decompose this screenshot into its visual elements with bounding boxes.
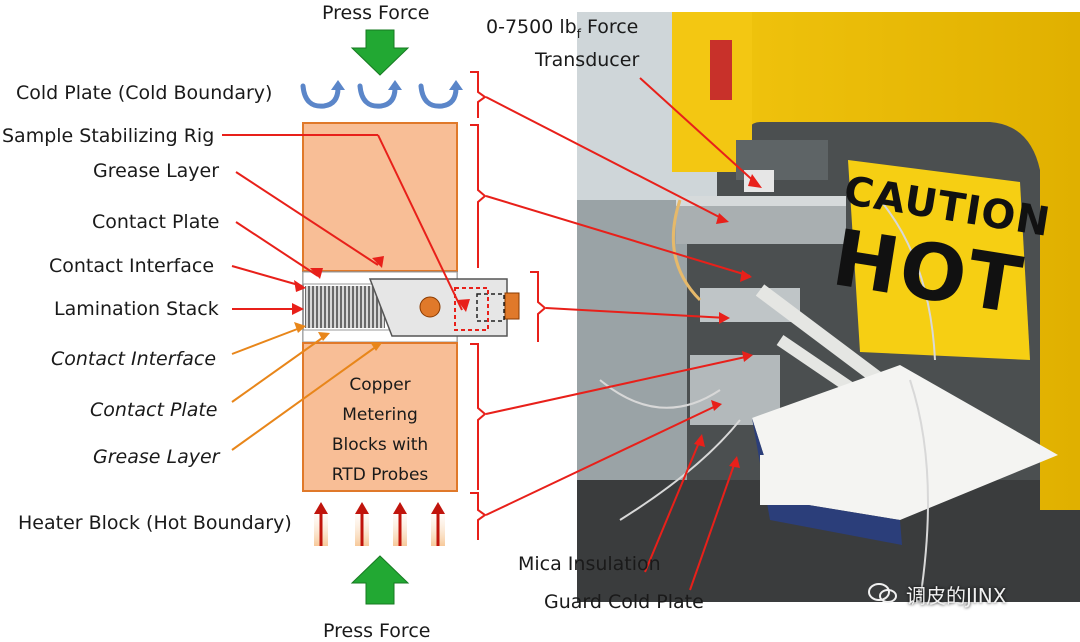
lamination-stack-shape [305, 286, 385, 328]
leader-head-contact-interface-top [294, 280, 306, 292]
contact-interface-top-label: Contact Interface [49, 255, 215, 277]
bracket-heater [470, 492, 487, 540]
rig-pin [419, 296, 441, 318]
bracket-cold [470, 71, 487, 118]
rig-dashed-box [476, 293, 505, 322]
force-transducer-label: 0-7500 lbf Force [486, 18, 638, 40]
leader-head-contact-plate-top [310, 268, 323, 279]
bracket-upper-block [470, 124, 487, 268]
contact-plate-top-label: Contact Plate [92, 211, 220, 233]
heat-flow-arrows [314, 502, 445, 546]
grease-layer-bottom-label: Grease Layer [93, 446, 220, 468]
bracket-set [470, 71, 547, 540]
leader-head-lamination [292, 303, 304, 315]
leader-head-grease-top [372, 256, 384, 268]
leader-head-rig [457, 299, 470, 312]
heater-block-label: Heater Block (Hot Boundary) [18, 512, 292, 534]
copper-block-lower [302, 342, 458, 492]
mica-insulation-label: Mica Insulation [518, 553, 661, 575]
contact-plate-bottom-label: Contact Plate [90, 399, 218, 421]
caution-sign: CAUTION HOT [827, 168, 1054, 332]
force-transducer-subscript: f [576, 26, 581, 41]
copper-block-caption-line: Metering [342, 405, 418, 425]
leader-head-heater [711, 400, 722, 411]
leader-head-lower-block [742, 351, 753, 362]
press-force-label-top: Press Force [322, 2, 430, 24]
rig-tab [504, 292, 520, 320]
press-force-arrow-top [350, 29, 410, 76]
cold-flow-arrows [300, 83, 459, 109]
leader-head-cold [716, 213, 729, 224]
bracket-lower-block [470, 343, 487, 490]
cold-plate-label: Cold Plate (Cold Boundary) [16, 82, 273, 104]
watermark: 调皮的JINX [906, 584, 1007, 608]
copper-block-caption-line: Blocks with [331, 435, 429, 455]
force-transducer-label-line2: Transducer [535, 49, 640, 71]
leader-head-sample [719, 312, 730, 324]
sample-rig-label: Sample Stabilizing Rig [2, 125, 215, 147]
copper-block-caption-line: RTD Probes [331, 465, 429, 485]
bracket-sample [530, 271, 547, 342]
orange-leader-lines [231, 327, 378, 451]
grease-layer-top-label: Grease Layer [93, 160, 220, 182]
press-force-arrow-bottom [350, 555, 410, 605]
press-force-label-bottom: Press Force [323, 620, 431, 642]
guard-cold-plate-label: Guard Cold Plate [544, 591, 704, 613]
copper-block-upper [302, 122, 458, 272]
copper-block-caption: Copper Metering Blocks with RTD Probes [310, 370, 450, 490]
rig-dashed-box-red [454, 287, 489, 331]
leader-head-guard [729, 456, 740, 468]
force-transducer-text: 0-7500 lb [486, 16, 577, 38]
leader-head-upper-block [740, 270, 752, 282]
copper-block-caption-line: Copper [349, 375, 411, 395]
lamination-stack-label: Lamination Stack [54, 298, 219, 320]
apparatus-photo [577, 12, 1080, 602]
contact-interface-bottom-label: Contact Interface [51, 348, 217, 370]
wechat-icon [868, 583, 897, 603]
leader-head-transducer [748, 174, 762, 188]
leader-lines [222, 77, 759, 591]
leader-head-mica [694, 434, 705, 447]
force-transducer-tail: Force [580, 16, 639, 38]
